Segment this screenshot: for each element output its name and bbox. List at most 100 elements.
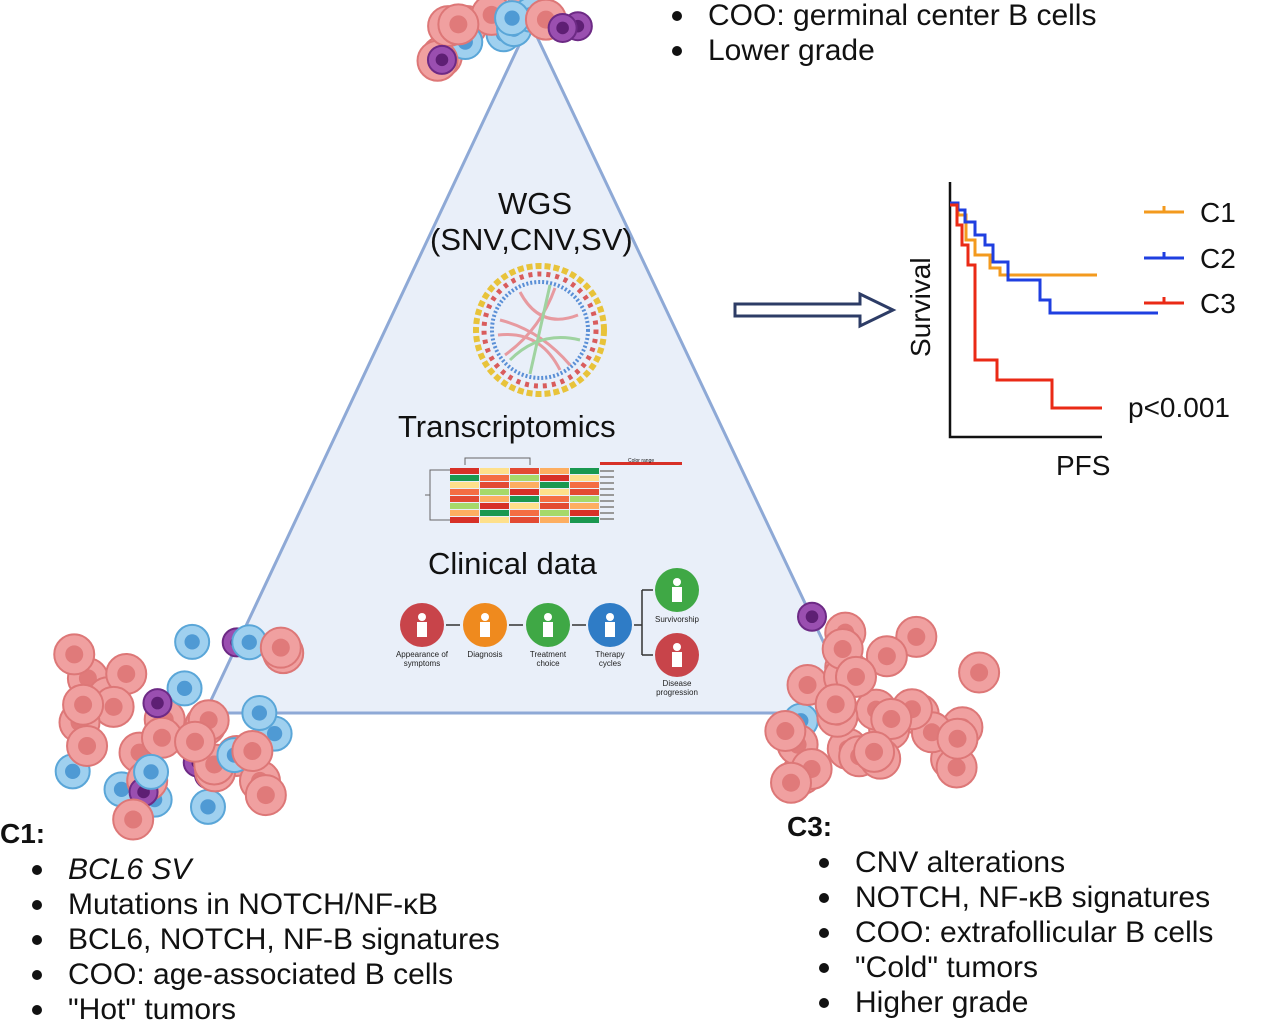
- tumor-cell: [53, 633, 96, 676]
- heatmap-cell: [570, 503, 599, 509]
- survival-ylabel: Survival: [905, 257, 936, 357]
- heatmap-cell: [570, 510, 599, 516]
- c1-title: C1:: [0, 818, 46, 849]
- c1-features: BCL6 SV Mutations in NOTCH/NF-κB BCL6, N…: [28, 852, 500, 1027]
- tumor-cell: [437, 3, 480, 46]
- heatmap-cell: [510, 496, 539, 502]
- feature-item: "Cold" tumors: [815, 950, 1213, 985]
- c3-title: C3:: [787, 811, 833, 842]
- heatmap-cell: [570, 489, 599, 495]
- heatmap-cell: [480, 517, 509, 523]
- flow-label: Treatment choice: [529, 650, 567, 668]
- tumor-cell: [112, 798, 155, 841]
- macrophage: [547, 12, 578, 43]
- survival-xlabel: PFS: [1056, 450, 1111, 481]
- lymphocyte: [166, 670, 203, 707]
- survival-axes: [948, 182, 1102, 439]
- heatmap-cell: [570, 496, 599, 502]
- tumor-cell: [231, 730, 274, 773]
- tumor-cell: [865, 635, 908, 678]
- hospital-bed-icon: [588, 603, 632, 647]
- heatmap-cell: [480, 496, 509, 502]
- flow-label: Diagnosis: [467, 650, 503, 659]
- flow-label: Survivorship: [654, 615, 699, 624]
- p-value: p<0.001: [1128, 392, 1230, 423]
- macrophage: [797, 601, 828, 632]
- lymphocyte: [189, 788, 226, 825]
- feature-item: COO: age-associated B cells: [28, 957, 500, 992]
- circos-plot: [473, 263, 607, 397]
- feature-item: COO: germinal center B cells: [668, 0, 1096, 33]
- wgs-subtitle: (SNV,CNV,SV): [430, 222, 633, 257]
- heatmap-cell: [540, 482, 569, 488]
- heatmap-cell: [510, 482, 539, 488]
- top-cluster-features: COO: germinal center B cells Lower grade: [668, 0, 1096, 68]
- heatmap-cell: [450, 489, 479, 495]
- tumor-cell: [814, 683, 857, 726]
- heatmap: [425, 457, 682, 523]
- heatmap-row-label: [600, 470, 614, 472]
- feature-item: Lower grade: [668, 33, 1096, 68]
- magnifier-icon: [463, 603, 507, 647]
- c3-features: CNV alterations NOTCH, NF-κB signatures …: [815, 845, 1213, 1020]
- transcriptomics-label: Transcriptomics: [398, 409, 616, 444]
- heatmap-cell: [450, 496, 479, 502]
- heatmap-cell: [450, 517, 479, 523]
- heatmap-cell: [480, 489, 509, 495]
- dendrogram: [425, 457, 531, 521]
- patient-iv-icon: [400, 603, 444, 647]
- tumor-cell: [895, 615, 938, 658]
- feature-item: "Hot" tumors: [28, 992, 500, 1027]
- tumor-cell: [936, 717, 979, 760]
- heatmap-cell: [450, 503, 479, 509]
- heatmap-row-label: [600, 476, 614, 478]
- feature-item: CNV alterations: [815, 845, 1213, 880]
- heatmap-cell: [480, 503, 509, 509]
- heatmap-row-label: [600, 494, 614, 496]
- legend-c3: C3: [1200, 288, 1236, 319]
- heatmap-cell: [510, 510, 539, 516]
- tumor-cell: [174, 720, 217, 763]
- legend-c1: C1: [1200, 197, 1236, 228]
- color-range-bar: [600, 462, 682, 465]
- survival-curve-c2: [950, 201, 1158, 315]
- tumor-cell: [853, 730, 896, 773]
- wgs-title: WGS: [498, 186, 573, 221]
- heatmap-cell: [510, 517, 539, 523]
- lymphocyte: [494, 0, 531, 37]
- arrow-to-survival: [733, 291, 897, 329]
- tumor-cell: [244, 774, 287, 817]
- tumor-cell: [66, 724, 109, 767]
- heatmap-cell: [540, 503, 569, 509]
- clinical-data-label: Clinical data: [428, 546, 597, 581]
- tumor-cell: [259, 626, 302, 669]
- feature-item: COO: extrafollicular B cells: [815, 915, 1213, 950]
- lymphocyte: [241, 694, 278, 731]
- tumor-cell: [870, 697, 913, 740]
- heatmap-cell: [480, 510, 509, 516]
- heatmap-legend-label: Color range: [628, 458, 655, 464]
- heatmap-cell: [540, 468, 569, 474]
- heatmap-cell: [480, 468, 509, 474]
- person-icon: [655, 568, 699, 612]
- heatmap-cell: [510, 489, 539, 495]
- heatmap-row-label: [600, 506, 614, 508]
- patient-iv-icon: [655, 633, 699, 677]
- feature-item: Higher grade: [815, 985, 1213, 1020]
- heatmap-cell: [540, 510, 569, 516]
- heatmap-cell: [510, 475, 539, 481]
- heatmap-cell: [480, 482, 509, 488]
- feature-item: Mutations in NOTCH/NF-κB: [28, 887, 500, 922]
- feature-item: NOTCH, NF-κB signatures: [815, 880, 1213, 915]
- feature-text: BCL6 SV: [68, 853, 192, 886]
- macrophage: [142, 688, 173, 719]
- legend-c2: C2: [1200, 243, 1236, 274]
- macrophage: [426, 44, 457, 75]
- heatmap-cell: [510, 503, 539, 509]
- heatmap-cell: [570, 468, 599, 474]
- lymphocyte: [133, 753, 170, 790]
- heatmap-row-label: [600, 482, 614, 484]
- heatmap-row-label: [600, 488, 614, 490]
- tumor-cell: [958, 651, 1001, 694]
